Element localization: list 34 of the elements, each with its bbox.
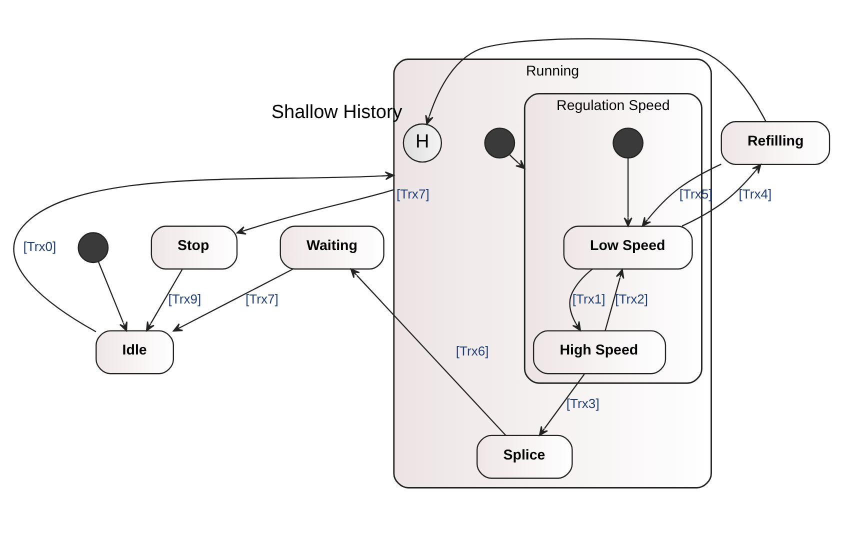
node-box: Refilling (720, 120, 830, 165)
node-circle: H (402, 122, 442, 162)
arrow (350, 268, 506, 436)
edge-label: [Trx9] (168, 290, 202, 306)
edge-label: [Trx6] (456, 343, 489, 358)
arrow (604, 268, 624, 330)
node-circle (484, 127, 516, 158)
node-box: Stop (150, 225, 238, 270)
edge-label: [Trx1] (572, 290, 606, 306)
arrow (98, 261, 128, 331)
arrow (236, 188, 394, 234)
edge-label: [Trx7] (396, 186, 430, 202)
arrow (642, 163, 722, 226)
node-circle (612, 127, 644, 158)
arrow (538, 373, 585, 436)
node-box: Low Speed (563, 225, 693, 270)
arrow (172, 268, 293, 332)
edge-label: [Trx2] (615, 290, 648, 306)
node-box: Waiting (280, 225, 384, 270)
node-box: High Speed (532, 330, 666, 374)
edge-label: [Trx0] (23, 238, 56, 254)
edge-label: [Trx4] (738, 186, 772, 202)
arrow (146, 268, 183, 331)
arrow (624, 158, 632, 226)
arrow (425, 38, 766, 124)
node-circle (78, 232, 109, 263)
arrow (14, 170, 394, 332)
arrow (682, 163, 762, 226)
edge-label: [Trx7] (246, 290, 278, 306)
arrow (509, 154, 526, 169)
node-box: Splice (476, 434, 573, 478)
edge-label: [Trx3] (566, 395, 600, 410)
node-box: Idle (96, 330, 174, 374)
arrow (569, 268, 593, 331)
